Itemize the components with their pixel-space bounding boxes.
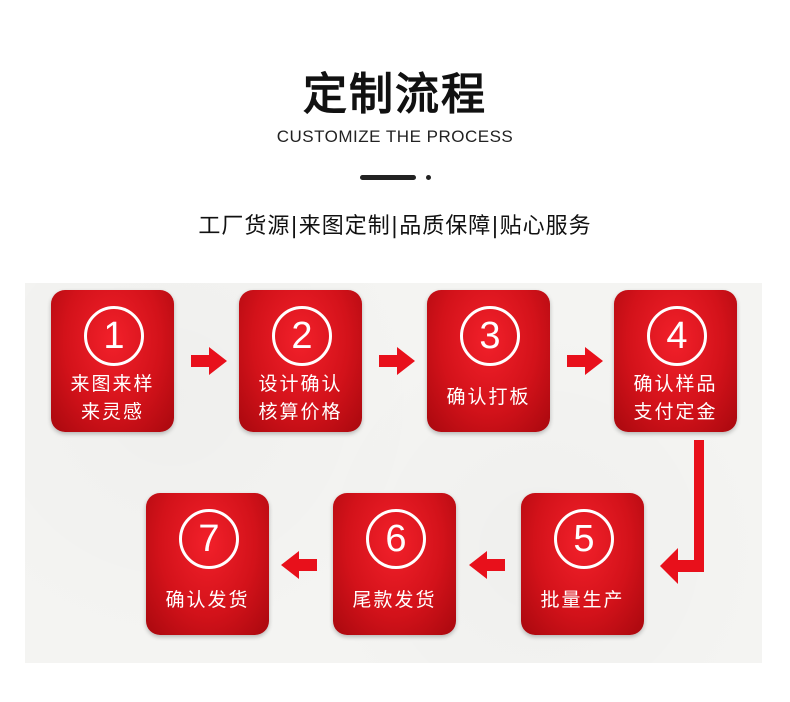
- arrow-right-icon: [191, 347, 227, 375]
- arrow-right-icon: [379, 347, 415, 375]
- step-7-number: 7: [179, 509, 239, 569]
- step-5-number: 5: [554, 509, 614, 569]
- step-2-number: 2: [272, 306, 332, 366]
- step-4-card: 4 确认样品支付定金: [614, 290, 737, 432]
- step-5-card: 5 批量生产: [521, 493, 644, 635]
- step-3-card: 3 确认打板: [427, 290, 550, 432]
- connector-arrow-icon: [654, 440, 714, 585]
- step-2-card: 2 设计确认核算价格: [239, 290, 362, 432]
- arrow-left-icon: [469, 551, 505, 579]
- step-7-card: 7 确认发货: [146, 493, 269, 635]
- step-1-number: 1: [84, 306, 144, 366]
- step-1-label: 来图来样来灵感: [70, 373, 155, 423]
- step-4-label: 确认样品支付定金: [633, 373, 718, 423]
- step-1-card: 1 来图来样来灵感: [51, 290, 174, 432]
- page-title: 定制流程: [303, 69, 487, 120]
- step-6-card: 6 尾款发货: [333, 493, 456, 635]
- step-6-label: 尾款发货: [352, 589, 437, 611]
- step-5-label: 批量生产: [540, 589, 625, 611]
- arrow-left-icon: [281, 551, 317, 579]
- page-subtitle: CUSTOMIZE THE PROCESS: [276, 127, 514, 146]
- step-4-number: 4: [647, 306, 707, 366]
- step-3-number: 3: [460, 306, 520, 366]
- tagline: 工厂货源|来图定制|品质保障|贴心服务: [198, 214, 592, 239]
- step-2-label: 设计确认核算价格: [258, 373, 343, 423]
- arrow-right-icon: [567, 347, 603, 375]
- divider-bar: [360, 175, 416, 180]
- divider-dot: [426, 175, 431, 180]
- step-6-number: 6: [366, 509, 426, 569]
- step-3-label: 确认打板: [446, 386, 531, 408]
- step-7-label: 确认发货: [165, 589, 250, 611]
